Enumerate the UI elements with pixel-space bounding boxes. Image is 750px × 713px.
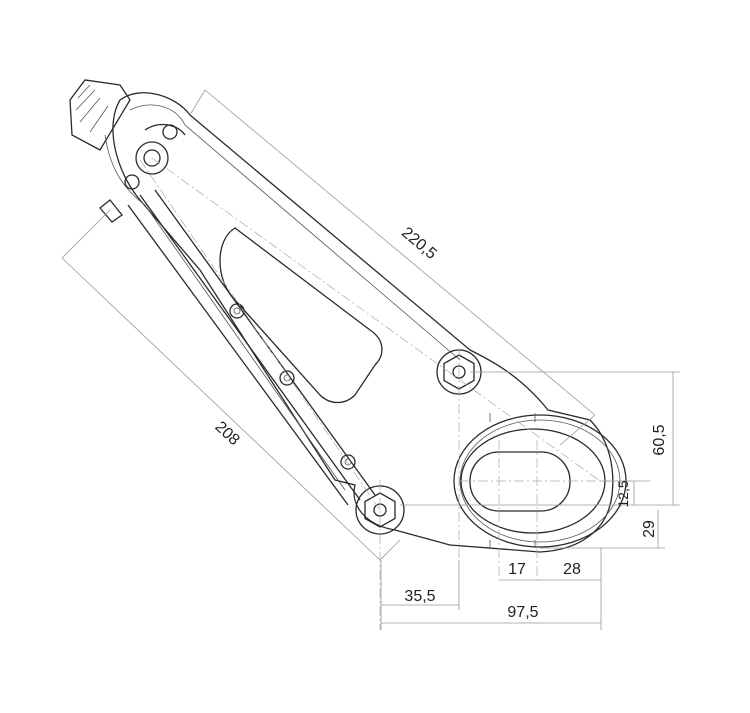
dim-17: 17	[508, 561, 526, 578]
dim-97-5: 97,5	[507, 604, 538, 621]
dim-12-5: 12,5	[615, 480, 631, 507]
small-screws	[229, 303, 356, 470]
dim-29: 29	[641, 520, 658, 538]
dim-28: 28	[563, 561, 581, 578]
dim-35-5: 35,5	[404, 588, 435, 605]
dim-60-5: 60,5	[651, 424, 668, 455]
adjuster-knob	[69, 79, 131, 151]
pivot-bolt	[99, 123, 186, 223]
dimension-labels: 220,5 208 60,5 12,5 29 17 28 35,5 97,5	[212, 224, 668, 621]
dim-220-5: 220,5	[398, 224, 440, 263]
bracket-part	[69, 79, 630, 630]
dimension-lines	[61, 89, 680, 630]
dim-208: 208	[212, 418, 243, 449]
oval-mount	[453, 413, 627, 548]
